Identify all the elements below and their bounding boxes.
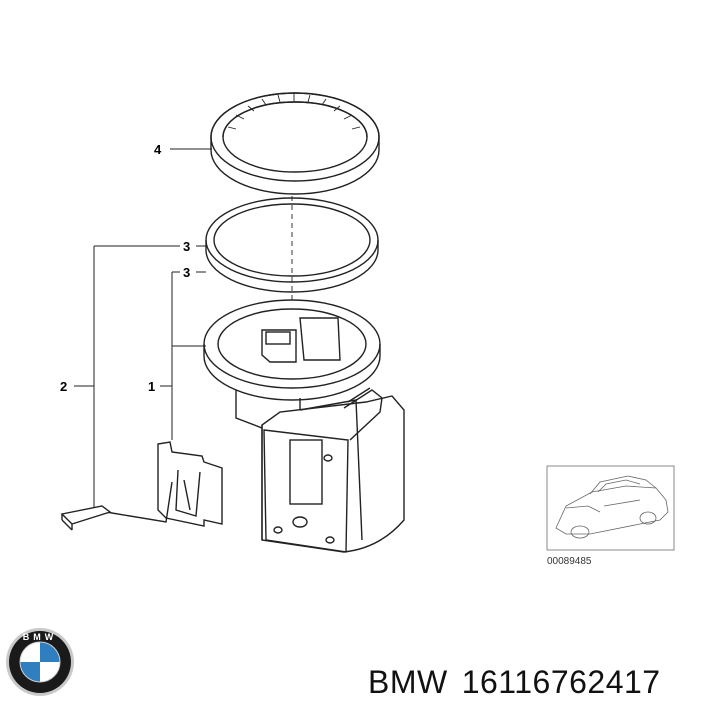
- callout-2: 2: [60, 379, 67, 394]
- bmw-logo: BMW: [6, 628, 74, 696]
- part-caption: BMW 16116762417: [368, 664, 661, 701]
- callout-4: 4: [154, 142, 162, 157]
- pump-flange-housing: [203, 299, 405, 553]
- callout-3-upper: 3: [183, 239, 190, 254]
- caption-part-number: 16116762417: [461, 664, 661, 700]
- thumbnail-code: 00089485: [547, 556, 592, 567]
- vehicle-thumbnail: [546, 465, 675, 551]
- logo-text: BMW: [23, 632, 58, 642]
- callout-3-lower: 3: [183, 265, 190, 280]
- leader-lines: [74, 148, 212, 508]
- locking-ring: [210, 92, 380, 195]
- fuel-level-sender: [60, 441, 223, 531]
- caption-brand: BMW: [368, 664, 448, 700]
- callout-1: 1: [148, 379, 155, 394]
